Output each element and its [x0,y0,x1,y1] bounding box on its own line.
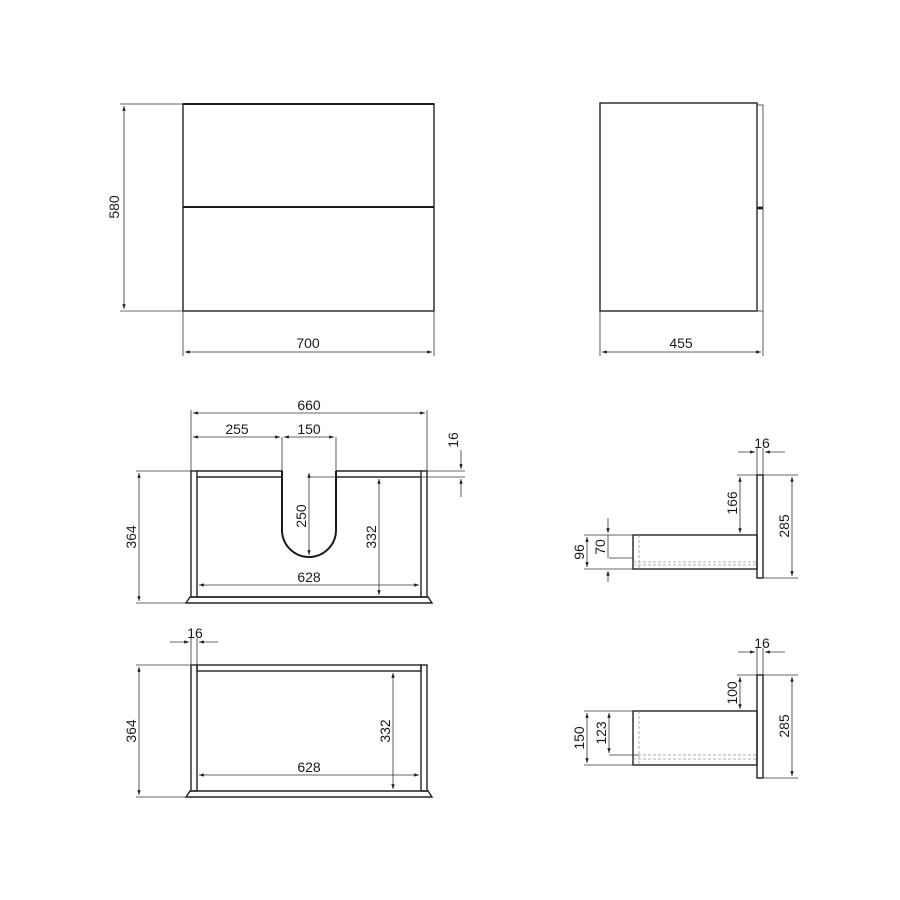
cutout-width-label: 150 [297,421,321,437]
front-width-label: 700 [296,335,320,351]
front-height-label: 580 [106,195,122,219]
top-drawer-plan-view: 660 255 150 16 364 250 332 628 [123,397,465,604]
front-view: 580 700 [106,103,435,356]
drawer-front-plinth [184,790,434,798]
box-height-label: 96 [571,544,587,560]
bottom-thickness-label: 16 [187,625,203,641]
bottom-outer-depth-label: 364 [123,719,139,743]
cutout-offset-label: 255 [225,421,249,437]
drawer-front-upper [756,104,764,208]
bottom-box-height-label: 150 [571,726,587,750]
top-drawer-section-view: 16 166 285 96 70 [571,435,798,582]
drawer-front-lower [756,208,764,312]
outer-depth-label: 364 [123,525,139,549]
drawer-box [632,534,758,570]
inner-width-label: 628 [297,569,321,585]
drawer-front-panel [756,674,764,779]
overall-width-label: 660 [297,397,321,413]
section-thickness-label: 16 [754,435,770,451]
bottom-inner-width-label: 628 [297,759,321,775]
bottom-front-height-label: 285 [776,714,792,738]
drawer-front-panel [756,474,764,579]
front-height-label: 285 [776,514,792,538]
side-view: 455 [599,102,764,356]
drawer-front-plinth [184,596,434,604]
bottom-inner-depth-label: 332 [377,719,393,743]
cabinet-side-outline [599,102,758,312]
bottom-drawer-section-view: 16 100 285 150 123 [571,635,798,779]
bottom-drawer-plan-view: 16 364 332 628 [123,625,434,798]
side-depth-label: 455 [669,335,693,351]
siphon-cutout [281,471,337,558]
cutout-depth-label: 250 [293,504,309,528]
offset-top-label: 166 [724,491,740,515]
drawer-box [632,710,758,766]
bottom-offset-top-label: 100 [724,681,740,705]
inner-depth-label: 332 [363,525,379,549]
box-inner-height-label: 70 [592,539,608,555]
bottom-box-inner-height-label: 123 [593,721,609,745]
bottom-section-thickness-label: 16 [754,635,770,651]
panel-thickness-label: 16 [445,432,461,448]
